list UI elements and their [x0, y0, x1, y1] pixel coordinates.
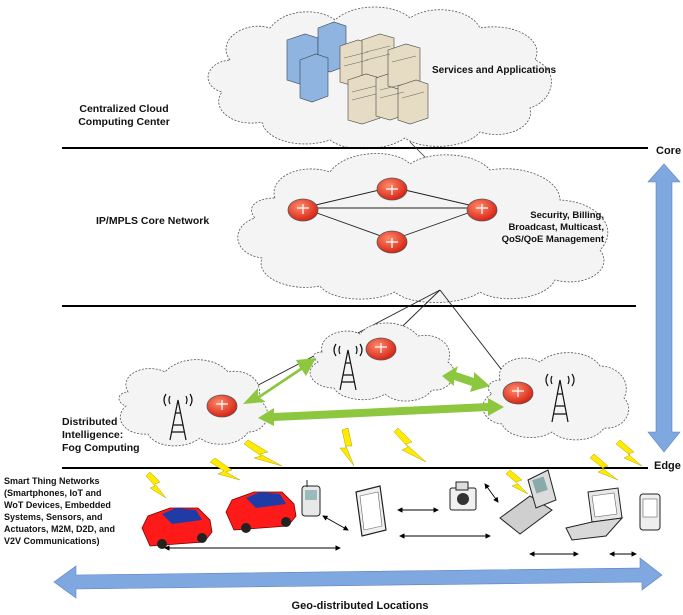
cloud-fog-left — [118, 359, 268, 447]
green-arrows — [243, 358, 504, 426]
label-core-network: IP/MPLS Core Network — [96, 215, 210, 227]
router-arrows — [216, 185, 524, 410]
car-icon — [225, 491, 297, 533]
lightning-icon — [145, 427, 643, 499]
label-core-services: Security, Billing, Broadcast, Multicast,… — [501, 210, 604, 245]
laptop-icon — [565, 487, 624, 541]
camera-icon — [449, 481, 477, 511]
cloud-fog-middle — [309, 322, 455, 402]
device-links — [164, 483, 637, 557]
tablet-icon — [355, 485, 387, 537]
geo-arrow — [53, 557, 663, 599]
pda-icon — [639, 493, 661, 531]
label-geo: Geo-distributed Locations — [291, 600, 429, 612]
label-cloud-center: Centralized Cloud Computing Center — [78, 103, 170, 128]
label-core-tier: Core — [656, 145, 682, 157]
label-services: Services and Applications — [432, 65, 557, 76]
cloud-core-network — [237, 153, 609, 303]
cell-tower-icon — [333, 343, 363, 391]
car-icon — [141, 507, 213, 549]
label-fog: Distributed Intelligence: Fog Computing — [62, 416, 140, 454]
label-edge-tier: Edge — [654, 460, 681, 472]
router-icon — [206, 177, 534, 418]
cell-tower-icon — [545, 373, 575, 423]
core-edge-arrow — [647, 163, 681, 453]
cell-tower-icon — [163, 393, 193, 441]
label-smart-things: Smart Thing Networks (Smartphones, IoT a… — [4, 476, 116, 546]
flip-phone-icon — [499, 469, 557, 535]
server-stack-icon — [286, 21, 429, 125]
phone-icon — [301, 480, 321, 517]
